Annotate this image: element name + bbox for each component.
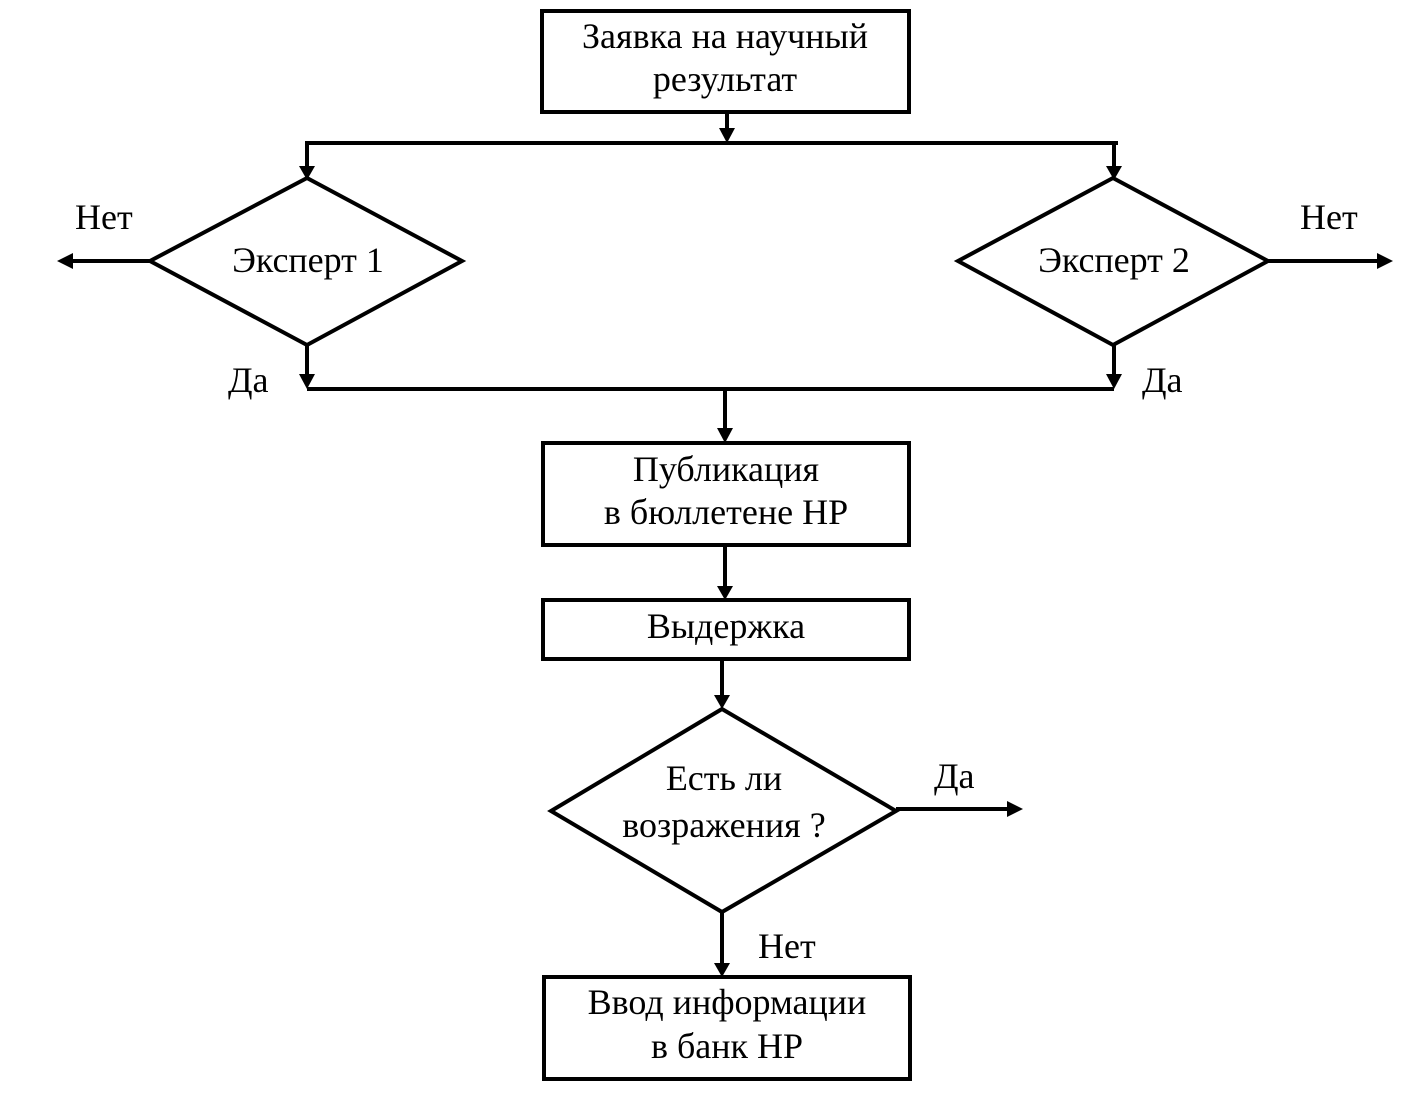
edge-holding-objections xyxy=(714,659,730,709)
edge-expert2-no: Нет xyxy=(1268,197,1393,269)
edge-label: Нет xyxy=(1300,197,1358,237)
edge-publication-holding xyxy=(717,545,733,600)
arrowhead-down-icon xyxy=(717,428,733,443)
process-box xyxy=(541,598,911,661)
node-bank-entry: Ввод информации в банк НР xyxy=(542,975,912,1081)
edge-label: Нет xyxy=(758,926,816,966)
node-expert2: Эксперт 2 xyxy=(953,175,1273,348)
edge-objections-no: Нет xyxy=(714,912,816,977)
edge-label: Да xyxy=(934,756,975,796)
arrowhead-down-icon xyxy=(719,128,735,143)
node-application: Заявка на научный результат xyxy=(540,9,911,114)
arrowhead-left-icon xyxy=(57,253,73,269)
edge-label: Да xyxy=(1142,360,1183,400)
node-holding: Выдержка xyxy=(541,598,911,661)
process-box xyxy=(540,9,911,114)
arrowhead-right-icon xyxy=(1007,801,1023,817)
arrowhead-down-icon xyxy=(1106,166,1122,180)
node-label-line: в банк НР xyxy=(651,1026,803,1066)
arrowhead-down-icon xyxy=(717,586,733,600)
arrowhead-down-icon xyxy=(714,695,730,709)
edge-expert1-no: Нет xyxy=(57,197,150,269)
connector-application-split xyxy=(299,112,1122,180)
node-label-line: результат xyxy=(653,59,798,99)
node-label-line: Заявка на научный xyxy=(582,16,868,56)
node-publication: Публикация в бюллетене НР xyxy=(541,441,911,547)
node-label-line: Выдержка xyxy=(647,606,805,646)
node-objections: Есть ли возражения ? xyxy=(547,706,900,915)
edge-label: Да xyxy=(228,360,269,400)
process-box xyxy=(542,975,912,1081)
edge-experts-yes-merge: Да Да xyxy=(228,345,1183,443)
node-expert1: Эксперт 1 xyxy=(145,175,467,348)
node-label-line: возражения ? xyxy=(622,805,825,845)
arrowhead-right-icon xyxy=(1377,253,1393,269)
arrowhead-down-icon xyxy=(299,166,315,180)
node-label-line: Есть ли xyxy=(666,758,782,798)
node-label-line: Эксперт 2 xyxy=(1038,240,1190,280)
edge-label: Нет xyxy=(75,197,133,237)
node-label-line: в бюллетене НР xyxy=(604,492,848,532)
arrowhead-down-icon xyxy=(1106,374,1122,389)
arrowhead-down-icon xyxy=(714,963,730,977)
node-label-line: Ввод информации xyxy=(588,982,867,1022)
node-label-line: Эксперт 1 xyxy=(232,240,384,280)
node-label-line: Публикация xyxy=(633,449,819,489)
arrowhead-down-icon xyxy=(299,374,315,389)
edge-objections-yes: Да xyxy=(896,756,1023,817)
